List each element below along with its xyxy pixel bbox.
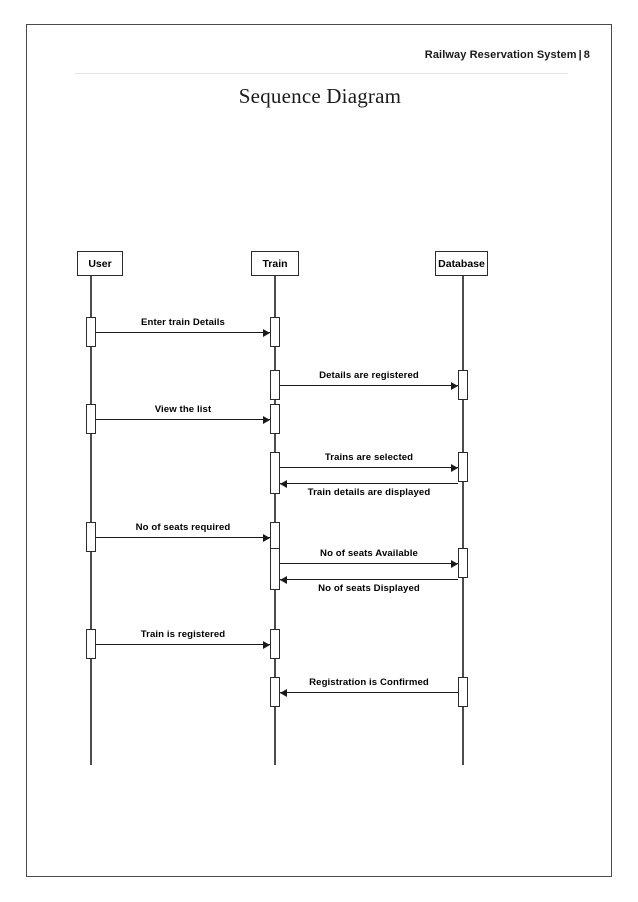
activation-bar-train xyxy=(270,317,280,347)
activation-bar-user xyxy=(86,317,96,347)
message-label-8: No of seats Displayed xyxy=(318,583,420,594)
lifeline-head-train[interactable]: Train xyxy=(251,251,299,276)
message-label-6: No of seats required xyxy=(135,522,231,533)
activation-bar-user xyxy=(86,404,96,434)
lifeline-head-database[interactable]: Database xyxy=(435,251,488,276)
message-arrowhead-5 xyxy=(280,479,287,488)
message-line-1 xyxy=(96,332,270,334)
message-arrowhead-1 xyxy=(263,328,270,337)
activation-bar-train xyxy=(270,629,280,659)
message-arrowhead-10 xyxy=(280,688,287,697)
page-title: Sequence Diagram xyxy=(238,84,402,108)
activation-bar-database xyxy=(458,677,468,707)
message-arrowhead-2 xyxy=(451,381,458,390)
header-divider xyxy=(75,73,568,74)
document-page: Railway Reservation System|8 Sequence Di… xyxy=(26,24,612,877)
header-document-title: Railway Reservation System xyxy=(424,49,577,61)
message-line-5 xyxy=(280,483,458,485)
message-label-7: No of seats Available xyxy=(320,548,418,559)
message-arrowhead-8 xyxy=(280,575,287,584)
activation-bar-train xyxy=(270,404,280,434)
message-label-10: Registration is Confirmed xyxy=(309,677,429,688)
message-label-3: View the list xyxy=(154,404,212,415)
lifeline-user xyxy=(90,276,92,765)
activation-bar-database xyxy=(458,370,468,400)
message-label-2: Details are registered xyxy=(319,370,419,381)
lifeline-head-user[interactable]: User xyxy=(77,251,123,276)
message-line-8 xyxy=(280,579,458,581)
lifeline-train xyxy=(274,276,276,765)
activation-bar-user xyxy=(86,629,96,659)
message-line-10 xyxy=(280,692,458,694)
header-page-number: 8 xyxy=(583,49,590,61)
message-label-4: Trains are selected xyxy=(324,452,414,463)
message-label-1: Enter train Details xyxy=(140,317,225,328)
message-arrowhead-6 xyxy=(263,533,270,542)
message-line-6 xyxy=(96,537,270,539)
message-line-4 xyxy=(280,467,458,469)
activation-bar-train xyxy=(270,370,280,400)
message-line-7 xyxy=(280,563,458,565)
lifeline-database xyxy=(462,276,464,765)
activation-bar-database xyxy=(458,452,468,482)
message-arrowhead-9 xyxy=(263,640,270,649)
message-label-9: Train is registered xyxy=(140,629,226,640)
activation-bar-train xyxy=(270,677,280,707)
activation-bar-train xyxy=(270,452,280,494)
message-arrowhead-4 xyxy=(451,463,458,472)
message-line-2 xyxy=(280,385,458,387)
page-header: Railway Reservation System|8 xyxy=(425,49,590,61)
header-separator: | xyxy=(578,49,582,61)
activation-bar-database xyxy=(458,548,468,578)
message-arrowhead-3 xyxy=(263,415,270,424)
message-line-9 xyxy=(96,644,270,646)
activation-bar-train xyxy=(270,548,280,590)
message-label-5: Train details are displayed xyxy=(307,487,431,498)
message-arrowhead-7 xyxy=(451,559,458,568)
message-line-3 xyxy=(96,419,270,421)
activation-bar-user xyxy=(86,522,96,552)
